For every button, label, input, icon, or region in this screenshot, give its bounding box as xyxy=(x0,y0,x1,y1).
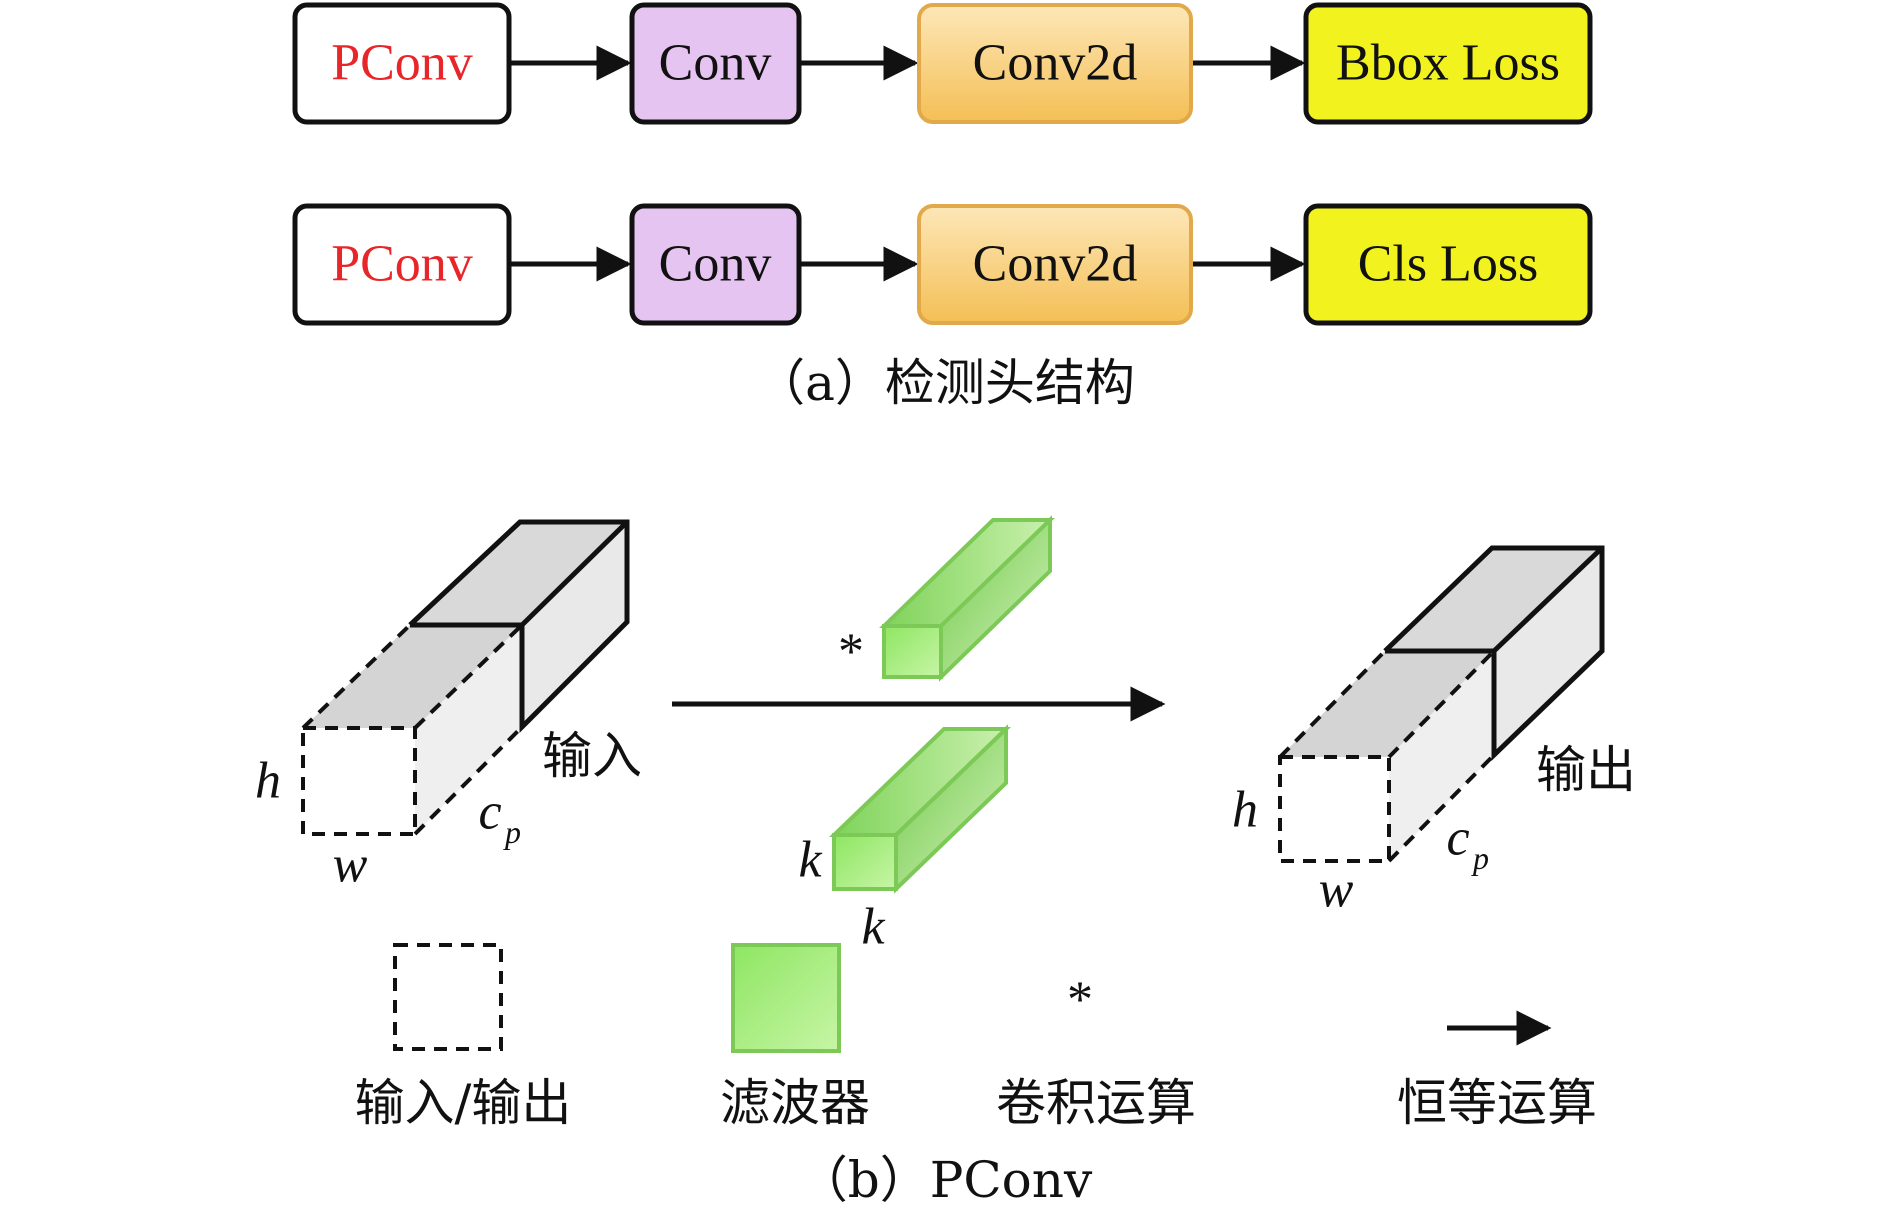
pconv-box xyxy=(292,2,512,125)
conv2d-label: Conv2d xyxy=(973,35,1138,92)
filter-top: * xyxy=(838,515,1055,682)
output-w-label: w xyxy=(1319,862,1354,919)
conv2d-label: Conv2d xyxy=(973,236,1138,293)
filter-front-face xyxy=(832,833,898,891)
output-dashed-top xyxy=(1280,651,1494,757)
conv2d-box xyxy=(917,204,1193,325)
legend-conv-symbol: * xyxy=(1067,972,1093,1029)
output-dashed-edge xyxy=(1278,649,1387,759)
input-dashed-edge xyxy=(413,725,524,836)
caption-a: （a）检测头结构 xyxy=(755,354,1135,412)
bbox-loss-box xyxy=(1303,2,1593,125)
legend: 输入/输出 滤波器 * 卷积运算 恒等运算 xyxy=(355,943,1597,1132)
filter-k-left: k xyxy=(798,832,822,889)
flow-row-cls: PConv Conv Conv2d Cls Loss xyxy=(292,203,1593,326)
output-dashed-edge xyxy=(1387,649,1496,759)
input-c-label: c xyxy=(478,784,501,841)
input-dashed-top xyxy=(303,625,522,728)
input-side-face xyxy=(522,522,627,727)
conv-symbol: * xyxy=(838,624,864,681)
output-dashed-edge xyxy=(1387,753,1496,863)
conv-box xyxy=(629,203,802,326)
input-c-subscript: p xyxy=(503,814,521,850)
output-solid-edge xyxy=(1492,546,1604,653)
input-label: 输入 xyxy=(542,727,642,785)
flow-row-bbox: PConv Conv Conv2d Bbox Loss xyxy=(292,2,1593,125)
input-w-label: w xyxy=(333,837,368,894)
legend-identity-label: 恒等运算 xyxy=(1397,1074,1597,1132)
input-tensor: h w c p 输入 xyxy=(255,519,642,894)
input-dashed-edge xyxy=(413,623,524,730)
output-top-face xyxy=(1385,548,1602,651)
panel-b: h w c p 输入 * k k xyxy=(255,515,1636,1207)
output-c-subscript: p xyxy=(1471,840,1489,876)
output-tensor: h w c p 输出 xyxy=(1232,545,1636,919)
output-dashed-side xyxy=(1389,651,1494,861)
caption-b: （b）PConv xyxy=(798,1151,1093,1207)
conv2d-box xyxy=(917,3,1193,124)
cls-loss-box xyxy=(1303,203,1593,326)
output-label: 输出 xyxy=(1536,741,1636,799)
input-front-face xyxy=(301,726,417,836)
output-front-face xyxy=(1278,755,1391,863)
legend-conv-label: 卷积运算 xyxy=(996,1074,1196,1132)
panel-a: PConv Conv Conv2d Bbox Loss PConv Conv C… xyxy=(292,2,1593,412)
conv-label: Conv xyxy=(659,35,772,92)
input-dashed-edge xyxy=(301,623,412,730)
conv-box xyxy=(629,2,802,125)
legend-filter-swatch xyxy=(731,943,841,1053)
filter-front-face xyxy=(882,624,943,679)
bbox-loss-label: Bbox Loss xyxy=(1336,35,1560,92)
conv-label: Conv xyxy=(659,236,772,293)
pconv-label: PConv xyxy=(331,236,473,293)
input-solid-edge xyxy=(520,520,629,627)
output-c-label: c xyxy=(1446,810,1469,867)
cls-loss-label: Cls Loss xyxy=(1358,236,1539,293)
input-top-face xyxy=(410,522,627,625)
filter-k-bottom: k xyxy=(861,899,885,956)
output-side-face xyxy=(1494,548,1602,755)
pconv-label: PConv xyxy=(331,35,473,92)
input-dashed-side xyxy=(415,625,522,834)
legend-io-swatch xyxy=(393,943,503,1051)
input-h-label: h xyxy=(255,753,281,810)
filter-bottom: k k xyxy=(798,724,1011,956)
legend-filter-label: 滤波器 xyxy=(720,1074,870,1132)
legend-io-label: 输入/输出 xyxy=(355,1074,572,1132)
pconv-box xyxy=(292,203,512,326)
output-h-label: h xyxy=(1232,782,1258,839)
